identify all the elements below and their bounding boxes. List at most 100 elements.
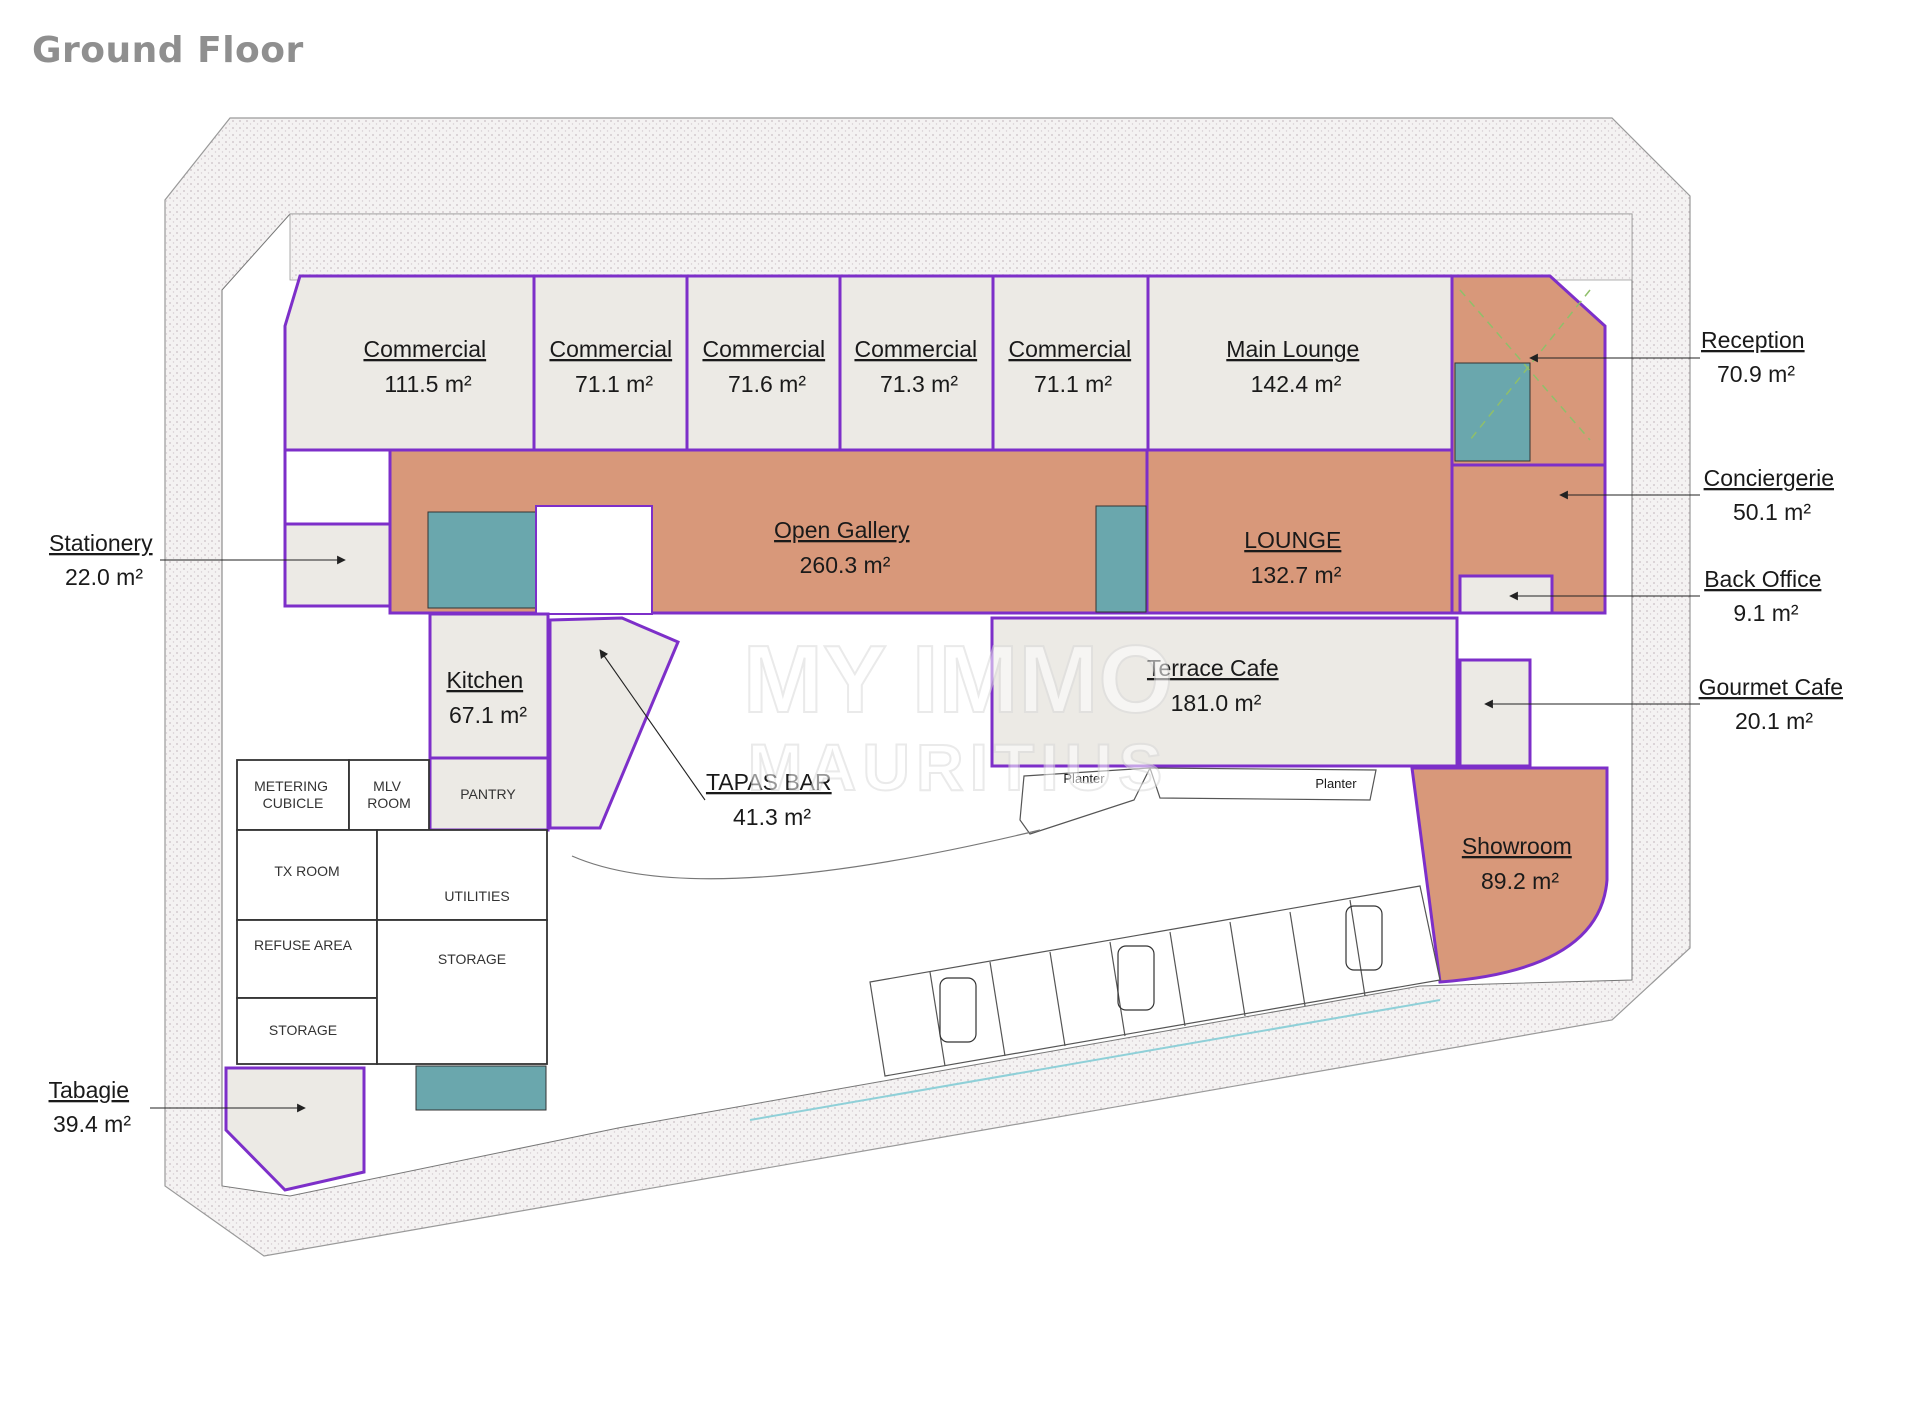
room-gourmet-cafe	[1458, 658, 1532, 768]
svg-text:Commercial 71.1 m²: Commercial 71.1 m²	[549, 336, 678, 397]
area-terrace-cafe: 181.0 m²	[1171, 690, 1262, 716]
room-lounge	[1145, 448, 1454, 615]
label-metering-1: METERING	[254, 778, 328, 794]
svg-text:TAPAS BAR 41.3 m²: TAPAS BAR 41.3 m²	[706, 769, 838, 830]
label-commercial-1: Commercial	[363, 336, 486, 362]
room-kitchen	[428, 612, 550, 760]
area-showroom: 89.2 m²	[1481, 868, 1559, 894]
area-open-gallery: 260.3 m²	[800, 552, 891, 578]
planter-left	[1019, 767, 1152, 835]
room-terrace-cafe	[990, 616, 1459, 768]
svg-text:Showroom 89.2 m²: Showroom 89.2 m²	[1462, 833, 1578, 894]
label-tabagie: Tabagie	[49, 1077, 130, 1103]
label-back-office: Back Office	[1704, 566, 1821, 592]
svg-text:Tabagie 39.4 m²: Tabagie 39.4 m²	[49, 1077, 136, 1137]
area-stationery: 22.0 m²	[65, 564, 143, 590]
room-mlv	[348, 759, 430, 831]
room-pantry	[428, 756, 550, 832]
label-terrace-cafe: Terrace Cafe	[1147, 655, 1279, 681]
label-commercial-4: Commercial	[854, 336, 977, 362]
label-planter-right: Planter	[1315, 776, 1357, 791]
label-conciergerie: Conciergerie	[1704, 465, 1834, 491]
svg-text:Stationery 22.0 m²: Stationery 22.0 m²	[49, 530, 159, 590]
svg-text:Commercial 71.1 m²: Commercial 71.1 m²	[1008, 336, 1137, 397]
label-refuse-area: REFUSE AREA	[254, 937, 353, 953]
room-commercial-3	[685, 274, 842, 452]
label-storage-1: STORAGE	[269, 1022, 337, 1038]
south-stair	[415, 1065, 547, 1111]
room-commercial-5	[991, 274, 1150, 452]
svg-text:Commercial 71.3 m²: Commercial 71.3 m²	[854, 336, 983, 397]
label-lounge: LOUNGE	[1244, 527, 1341, 553]
label-metering-2: CUBICLE	[263, 795, 324, 811]
gallery-stair	[1095, 505, 1147, 613]
room-commercial-4	[838, 274, 995, 452]
room-tapas-bar	[548, 616, 680, 830]
room-showroom	[1410, 766, 1609, 984]
label-gourmet-cafe: Gourmet Cafe	[1699, 674, 1843, 700]
watermark: MY IMMO MAURITIUS	[742, 625, 1174, 805]
room-utilities	[376, 829, 548, 921]
svg-text:Terrace Cafe 181.0 m²: Terrace Cafe 181.0 m²	[1147, 655, 1285, 716]
area-tapas-bar: 41.3 m²	[733, 804, 811, 830]
svg-text:Open Gallery 260.3 m²: Open Gallery 260.3 m²	[774, 517, 916, 578]
area-tabagie: 39.4 m²	[53, 1111, 131, 1137]
page-title: Ground Floor	[32, 30, 304, 71]
room-refuse	[236, 919, 378, 999]
room-tabagie	[224, 1066, 366, 1192]
core-stair	[427, 511, 537, 609]
area-reception: 70.9 m²	[1717, 361, 1795, 387]
label-tapas-bar: TAPAS BAR	[706, 769, 832, 795]
area-lounge: 132.7 m²	[1251, 562, 1342, 588]
room-metering-cubicle	[236, 759, 350, 831]
area-commercial-5: 71.1 m²	[1034, 371, 1112, 397]
svg-text:Conciergerie 50.1 m²: Conciergerie 50.1 m²	[1704, 465, 1841, 525]
room-stationery	[283, 522, 392, 608]
svg-text:METERING CUBICLE: METERING CUBICLE	[254, 778, 332, 811]
svg-text:Kitchen 67.1 m²: Kitchen 67.1 m²	[446, 667, 529, 728]
label-kitchen: Kitchen	[446, 667, 523, 693]
svg-text:Reception 70.9 m²: Reception 70.9 m²	[1701, 327, 1811, 387]
area-back-office: 9.1 m²	[1733, 600, 1799, 626]
label-main-lounge: Main Lounge	[1226, 336, 1359, 362]
svg-text:Commercial 111.5 m²: Commercial 111.5 m²	[363, 336, 492, 397]
label-showroom: Showroom	[1462, 833, 1572, 859]
area-conciergerie: 50.1 m²	[1733, 499, 1811, 525]
svg-text:Commercial 71.6 m²: Commercial 71.6 m²	[702, 336, 831, 397]
watermark-line-1: MY IMMO	[743, 626, 1173, 733]
svg-text:Back Office 9.1 m²: Back Office 9.1 m²	[1704, 566, 1828, 626]
label-commercial-3: Commercial	[702, 336, 825, 362]
room-storage-2	[376, 919, 548, 1065]
top-units	[283, 274, 1607, 467]
label-tx-room: TX ROOM	[274, 863, 339, 879]
svg-text:LOUNGE 132.7 m²: LOUNGE 132.7 m²	[1244, 527, 1348, 588]
area-commercial-2: 71.1 m²	[575, 371, 653, 397]
core-wc	[535, 505, 653, 615]
label-pantry: PANTRY	[460, 786, 516, 802]
label-commercial-2: Commercial	[549, 336, 672, 362]
room-commercial-2	[532, 274, 689, 452]
area-kitchen: 67.1 m²	[449, 702, 527, 728]
area-commercial-4: 71.3 m²	[880, 371, 958, 397]
room-commercial-1	[283, 274, 536, 452]
label-planter-left: Planter	[1063, 771, 1105, 786]
label-utilities: UTILITIES	[444, 888, 509, 904]
label-storage-2: STORAGE	[438, 951, 506, 967]
label-commercial-5: Commercial	[1008, 336, 1131, 362]
label-reception: Reception	[1701, 327, 1805, 353]
label-open-gallery: Open Gallery	[774, 517, 910, 543]
perimeter-walkway	[289, 213, 1633, 281]
planter-right	[1149, 767, 1377, 801]
svg-text:Gourmet Cafe 20.1 m²: Gourmet Cafe 20.1 m²	[1699, 674, 1850, 734]
driveway-curve	[571, 829, 1041, 880]
area-gourmet-cafe: 20.1 m²	[1735, 708, 1813, 734]
svg-text:Main Lounge 142.4 m²: Main Lounge 142.4 m²	[1226, 336, 1365, 397]
area-commercial-1: 111.5 m²	[384, 371, 472, 397]
room-back-office	[1458, 574, 1554, 615]
label-mlv-2: ROOM	[367, 795, 411, 811]
area-main-lounge: 142.4 m²	[1251, 371, 1342, 397]
room-storage-1	[236, 997, 378, 1065]
area-commercial-3: 71.6 m²	[728, 371, 806, 397]
parking-row	[869, 885, 1441, 1077]
